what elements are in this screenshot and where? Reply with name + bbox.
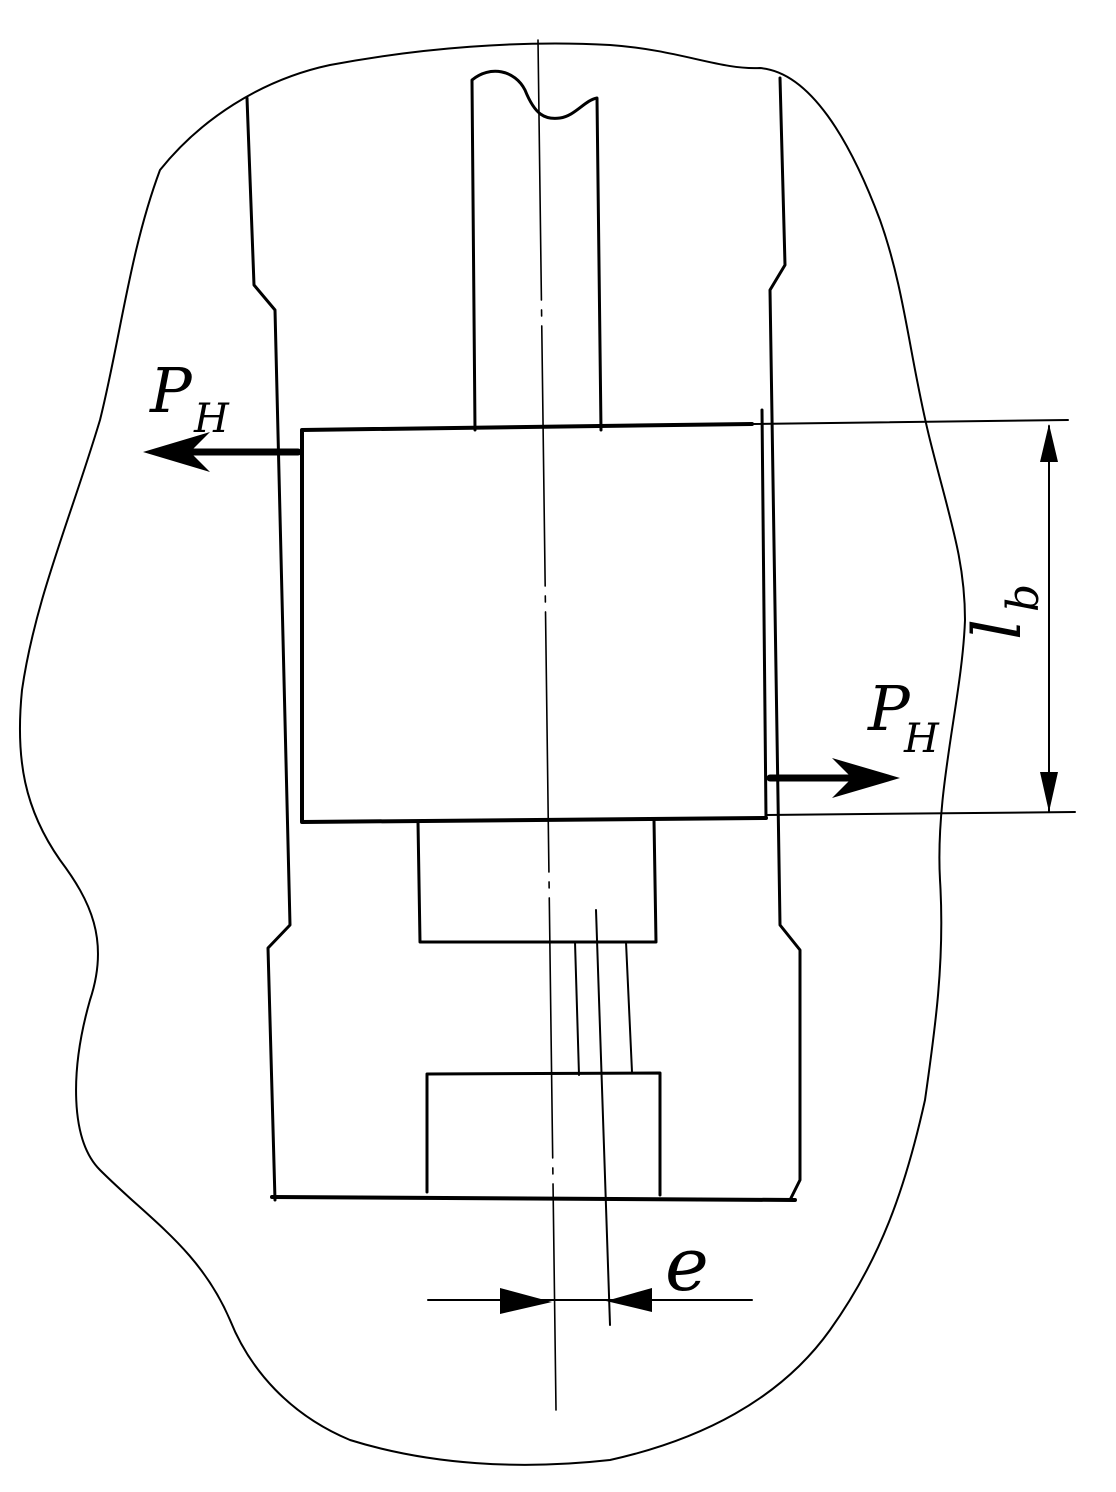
eccentricity-arrow-left	[500, 1288, 552, 1314]
piston-block	[300, 422, 768, 824]
dimension-extension-bottom	[765, 811, 1076, 816]
length-label: l	[959, 619, 1036, 640]
shaft	[470, 69, 603, 432]
dimension-arrow-top	[1040, 424, 1058, 462]
eccentricity-label: e	[665, 1222, 709, 1308]
lower-boss	[416, 818, 658, 944]
piston-right-edge	[760, 408, 768, 820]
inner-hole	[574, 941, 633, 1076]
housing-bottom	[270, 1195, 797, 1202]
force-label-left-subscript: H	[193, 396, 230, 442]
dimension-arrow-bottom	[1040, 772, 1058, 812]
force-arrow-left-head	[143, 432, 210, 472]
force-label-left: P	[149, 354, 193, 427]
housing-left-wall	[245, 96, 292, 1202]
eccentricity-arrow-right	[606, 1288, 652, 1312]
dimension-extension-top	[751, 419, 1069, 425]
force-arrow-right-head	[832, 758, 900, 798]
offset-axis-line	[595, 909, 611, 1326]
force-label-right-subscript: H	[903, 716, 940, 762]
length-label-subscript: b	[998, 584, 1049, 612]
housing-right-wall	[768, 76, 802, 1202]
center-line	[537, 39, 557, 1411]
bottom-boss	[425, 1071, 662, 1197]
break-outline	[18, 42, 966, 1466]
force-label-right: P	[867, 672, 911, 745]
